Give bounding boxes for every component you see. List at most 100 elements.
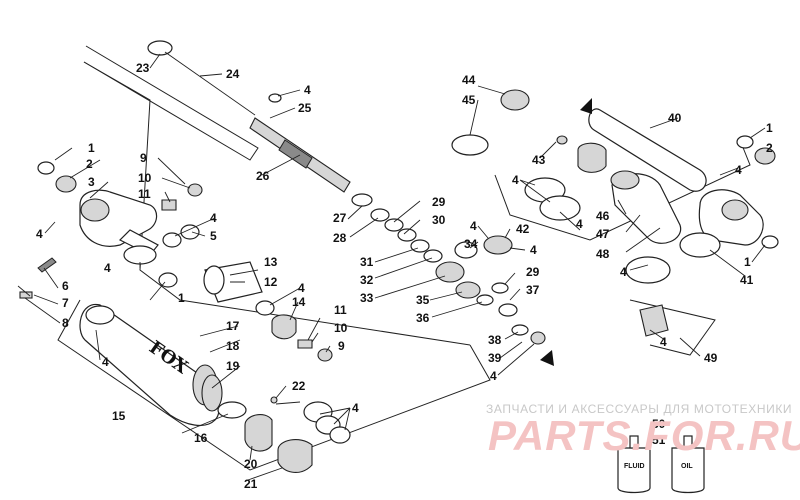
eyelet-41-bore xyxy=(721,199,749,221)
callout-37: 37 xyxy=(526,283,540,297)
callout-22: 22 xyxy=(292,379,306,393)
washer-23 xyxy=(147,40,173,56)
valve-49 xyxy=(639,304,669,337)
nut-9b xyxy=(317,348,333,362)
oil-bottle-label: OIL xyxy=(681,463,693,470)
callout-39: 39 xyxy=(488,351,502,365)
shaft-thread xyxy=(278,139,313,169)
callout-29a: 29 xyxy=(432,195,446,209)
shim-31 xyxy=(410,239,430,253)
callout-30: 30 xyxy=(432,213,446,227)
spring-pin-6 xyxy=(37,257,57,273)
callout-4b: 4 xyxy=(104,261,111,275)
callout-3: 3 xyxy=(88,175,95,189)
washer-37 xyxy=(498,303,518,317)
callout-4e: 4 xyxy=(102,355,109,369)
shim-30 xyxy=(397,228,417,242)
callout-11a: 11 xyxy=(138,187,151,201)
callout-8: 8 xyxy=(62,316,69,330)
callout-23: 23 xyxy=(136,61,150,75)
callout-41: 41 xyxy=(740,273,754,287)
callout-14: 14 xyxy=(292,295,306,309)
callout-34: 34 xyxy=(464,237,478,251)
seal-1c xyxy=(736,135,754,149)
nut-43 xyxy=(556,135,568,145)
oil-bottle xyxy=(671,447,705,494)
watermark-caption: ЗАПЧАСТИ И АКСЕССУАРЫ ДЛЯ МОТОТЕХНИКИ xyxy=(486,402,793,416)
group-frame-49 xyxy=(629,299,716,356)
callout-4n: 4 xyxy=(660,335,667,349)
o-ring-4d xyxy=(255,300,275,316)
fluid-bottle-neck xyxy=(629,435,639,449)
piston-head xyxy=(577,142,607,173)
callout-15: 15 xyxy=(112,409,126,423)
callout-2a: 2 xyxy=(86,157,93,171)
callout-4a: 4 xyxy=(36,227,43,241)
direction-arrow-top xyxy=(580,98,592,114)
group-frame-main xyxy=(83,61,471,346)
callout-17: 17 xyxy=(226,319,240,333)
callout-1a: 1 xyxy=(88,141,95,155)
callout-43: 43 xyxy=(532,153,546,167)
callout-1c: 1 xyxy=(766,121,773,135)
callout-4h: 4 xyxy=(470,219,477,233)
reservoir-cap-ring-4e xyxy=(85,305,115,325)
callout-44: 44 xyxy=(462,73,476,87)
bumper-42 xyxy=(483,235,513,255)
ring-5 xyxy=(180,224,200,240)
small-valve-11a xyxy=(161,199,177,211)
callout-5: 5 xyxy=(210,229,217,243)
shim-28 xyxy=(370,208,390,222)
callout-32: 32 xyxy=(360,273,374,287)
callout-20: 20 xyxy=(244,457,258,471)
seal-1b xyxy=(158,272,178,288)
callout-12: 12 xyxy=(264,275,278,289)
callout-28: 28 xyxy=(333,231,347,245)
callout-45: 45 xyxy=(462,93,476,107)
seal-1d xyxy=(761,235,779,249)
o-ring-4g xyxy=(268,93,282,103)
callout-9a: 9 xyxy=(140,151,147,165)
cap-14 xyxy=(271,314,297,340)
washer-27 xyxy=(351,193,373,207)
cap-44 xyxy=(500,89,530,111)
callout-25: 25 xyxy=(298,101,312,115)
callout-42: 42 xyxy=(516,222,530,236)
callout-36: 36 xyxy=(416,311,430,325)
callout-35: 35 xyxy=(416,293,430,307)
callout-46: 46 xyxy=(596,209,610,223)
seal-stack-4f-c xyxy=(329,426,351,444)
reservoir-band-19 xyxy=(201,374,223,412)
callout-4d: 4 xyxy=(298,281,305,295)
callout-16: 16 xyxy=(194,431,208,445)
bushing-2a xyxy=(55,175,77,193)
end-cap-21 xyxy=(277,439,313,473)
o-ring-4l xyxy=(625,256,671,284)
callout-38: 38 xyxy=(488,333,502,347)
piston-35 xyxy=(455,281,481,299)
shaft-24 xyxy=(164,51,256,116)
piston-20 xyxy=(244,414,273,452)
callout-11b: 11 xyxy=(334,303,347,317)
ring-16 xyxy=(217,401,247,419)
callout-4i: 4 xyxy=(530,243,537,257)
callout-4g: 4 xyxy=(304,83,311,97)
callout-4l: 4 xyxy=(620,265,627,279)
callout-4m: 4 xyxy=(735,163,742,177)
callout-1d: 1 xyxy=(744,255,751,269)
callout-40: 40 xyxy=(668,111,682,125)
callout-33: 33 xyxy=(360,291,374,305)
piston-33 xyxy=(435,261,465,283)
group-frame-26 xyxy=(83,45,259,161)
nut-9a xyxy=(187,183,203,197)
shim-29b xyxy=(491,282,509,294)
valve-11b xyxy=(297,339,313,349)
spacer-7 xyxy=(19,291,33,299)
callout-27: 27 xyxy=(333,211,347,225)
callout-26: 26 xyxy=(256,169,270,183)
callout-29b: 29 xyxy=(526,265,540,279)
callout-24: 24 xyxy=(226,67,240,81)
callout-48: 48 xyxy=(596,247,610,261)
fluid-bottle-label: FLUID xyxy=(624,463,645,470)
